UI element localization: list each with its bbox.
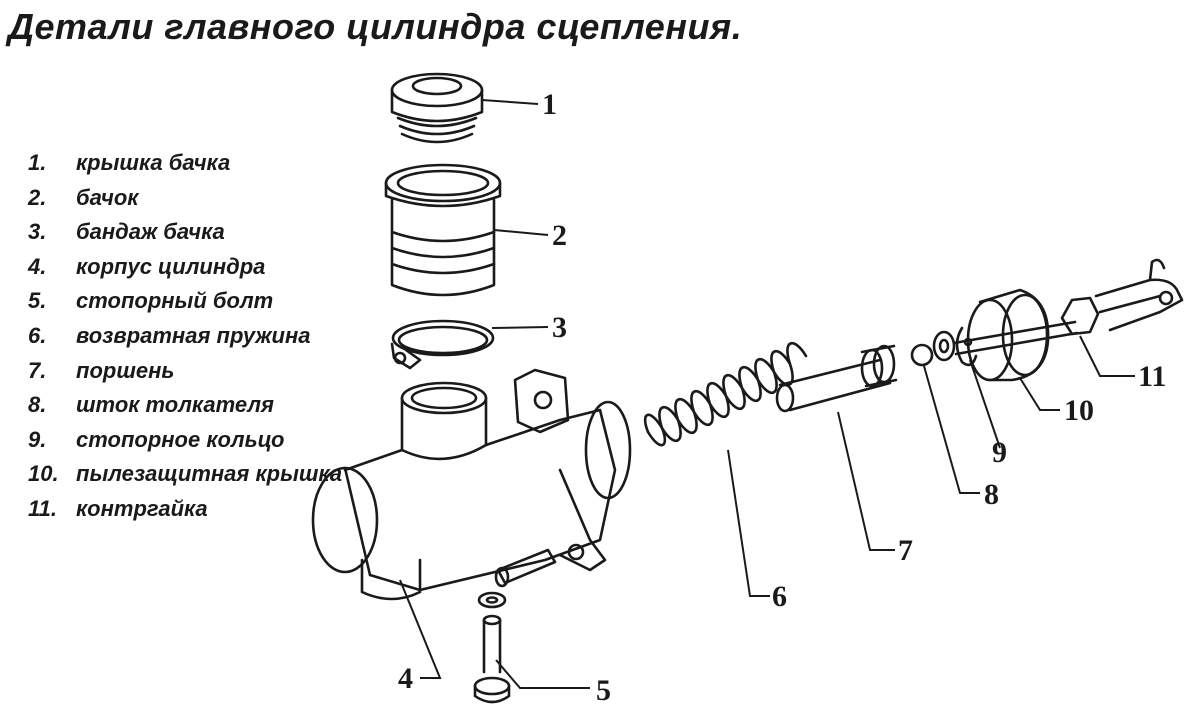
legend-number: 1. bbox=[28, 150, 47, 175]
legend-text: бандаж бачка bbox=[76, 219, 225, 245]
legend-number: 9. bbox=[28, 426, 47, 452]
leader-lines bbox=[399, 99, 1135, 689]
legend-item: 11. контргайка bbox=[28, 492, 346, 527]
legend-item: 10. пылезащитная крышка bbox=[28, 457, 346, 492]
legend-item: 1. крышка бачка bbox=[28, 146, 346, 181]
legend-number: 10. bbox=[28, 461, 59, 487]
legend-number: 7. bbox=[28, 357, 47, 383]
legend-number: 8. bbox=[28, 392, 47, 418]
legend-text: возвратная пружина bbox=[76, 322, 311, 348]
legend-text: стопорное кольцо bbox=[76, 426, 285, 452]
legend-item: 5. стопорный болт bbox=[28, 284, 346, 319]
legend-number: 6. bbox=[28, 322, 47, 348]
legend-text: крышка бачка bbox=[76, 150, 231, 175]
reservoir-band-part bbox=[390, 319, 495, 370]
dust-boot-part bbox=[966, 288, 1050, 382]
legend-text: поршень bbox=[76, 357, 175, 383]
callout-1: 1 bbox=[542, 88, 557, 121]
callout-11: 11 bbox=[1138, 360, 1166, 393]
push-rod-part bbox=[910, 320, 1079, 367]
legend-number: 5. bbox=[28, 288, 47, 314]
legend-item: 7. поршень bbox=[28, 354, 346, 389]
legend-number: 4. bbox=[28, 253, 47, 279]
callout-4: 4 bbox=[398, 662, 413, 695]
legend-item: 6. возвратная пружина bbox=[28, 319, 346, 354]
legend-item: 2. бачок bbox=[28, 181, 346, 216]
callout-3: 3 bbox=[552, 311, 567, 344]
callout-9: 9 bbox=[992, 436, 1007, 469]
legend-text: бачок bbox=[76, 184, 139, 210]
retaining-ring-part bbox=[955, 326, 978, 367]
return-spring-part bbox=[643, 342, 808, 447]
legend-number: 2. bbox=[28, 184, 47, 210]
legend-item: 4. корпус цилиндра bbox=[28, 250, 346, 285]
callout-2: 2 bbox=[552, 219, 567, 252]
locknut-clevis-part bbox=[1060, 258, 1184, 336]
cylinder-body-part bbox=[311, 368, 632, 601]
legend-text: корпус цилиндра bbox=[76, 253, 266, 279]
legend-number: 3. bbox=[28, 219, 47, 245]
legend-item: 3. бандаж бачка bbox=[28, 215, 346, 250]
reservoir-part bbox=[384, 163, 502, 297]
legend-item: 9. стопорное кольцо bbox=[28, 423, 346, 458]
legend-text: стопорный болт bbox=[76, 288, 274, 314]
callout-10: 10 bbox=[1064, 394, 1094, 427]
reservoir-cap-part bbox=[390, 72, 484, 144]
callout-5: 5 bbox=[596, 674, 611, 707]
callout-8: 8 bbox=[984, 478, 999, 511]
callout-6: 6 bbox=[772, 580, 787, 613]
legend-text: контргайка bbox=[76, 495, 208, 521]
legend-item: 8. шток толкателя bbox=[28, 388, 346, 423]
piston-part bbox=[775, 344, 898, 413]
parts-legend: 1. крышка бачка 2. бачок 3. бандаж бачка 4.… bbox=[28, 146, 346, 527]
diagram-title: Детали главного цилиндра сцепления. bbox=[8, 6, 743, 47]
callout-7: 7 bbox=[898, 534, 913, 567]
legend-text: пылезащитная крышка bbox=[76, 461, 343, 487]
legend-number: 11. bbox=[28, 495, 57, 521]
legend-text: шток толкателя bbox=[76, 392, 274, 418]
